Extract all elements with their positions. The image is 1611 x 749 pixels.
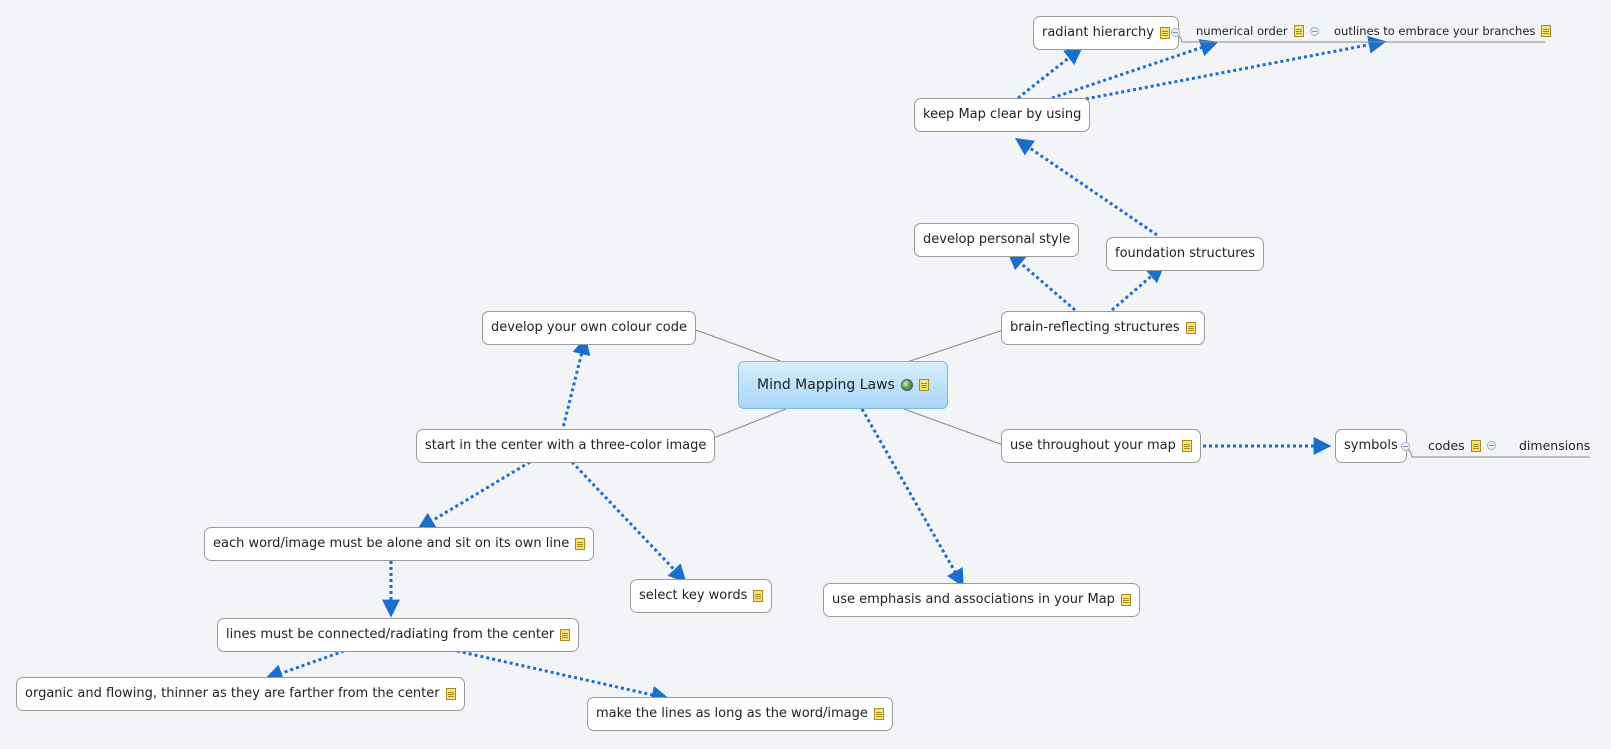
topic-label: use emphasis and associations in your Ma…	[832, 592, 1115, 607]
branch-line-colour-code	[695, 329, 787, 364]
relationship-start-to-select	[570, 460, 687, 583]
topic-lines-connected[interactable]: lines must be connected/radiating from t…	[217, 618, 580, 652]
relationship-lines-to-organic	[264, 649, 345, 682]
topic-label: develop your own colour code	[491, 320, 687, 335]
note-icon[interactable]	[1159, 27, 1170, 39]
topic-use-throughout[interactable]: use throughout your map	[1001, 429, 1201, 463]
note-icon[interactable]	[560, 629, 571, 641]
collapse-icon[interactable]	[1171, 28, 1180, 37]
topic-develop-personal-style[interactable]: develop personal style	[914, 223, 1080, 257]
topic-start-center[interactable]: start in the center with a three-color i…	[416, 429, 716, 463]
topic-keep-map-clear[interactable]: keep Map clear by using	[914, 98, 1091, 132]
topic-label: radiant hierarchy	[1042, 25, 1154, 40]
relationship-start-to-colour	[560, 336, 591, 433]
collapse-icon[interactable]	[1401, 442, 1410, 451]
topic-label: use throughout your map	[1010, 438, 1176, 453]
topic-label: each word/image must be alone and sit on…	[213, 536, 570, 551]
topic-label: develop personal style	[923, 232, 1071, 247]
topic-each-word-image[interactable]: each word/image must be alone and sit on…	[204, 527, 595, 561]
relationship-keep-to-outlines	[1079, 35, 1387, 102]
relationship-foundation-to-keep	[1015, 137, 1158, 237]
note-icon[interactable]	[918, 379, 929, 391]
topic-label: lines must be connected/radiating from t…	[226, 627, 555, 642]
note-icon[interactable]	[1293, 25, 1304, 37]
subtopic-codes[interactable]: codes	[1428, 438, 1496, 453]
topic-label: make the lines as long as the word/image	[596, 706, 868, 721]
central-topic[interactable]: Mind Mapping Laws	[738, 361, 948, 409]
collapse-icon[interactable]	[1309, 26, 1319, 36]
branch-line-brain-reflecting	[903, 329, 1004, 364]
topic-label: select key words	[639, 588, 748, 603]
topic-label: start in the center with a three-color i…	[425, 438, 707, 453]
central-topic-label: Mind Mapping Laws	[757, 377, 895, 393]
note-icon[interactable]	[1185, 322, 1196, 334]
relationship-brain-to-personal	[1007, 251, 1076, 312]
note-icon[interactable]	[1181, 440, 1192, 452]
relationship-keep-to-radiant	[1017, 46, 1083, 100]
note-icon[interactable]	[575, 538, 586, 550]
subtopic-label: codes	[1428, 438, 1465, 453]
topic-label: brain-reflecting structures	[1010, 320, 1180, 335]
note-icon[interactable]	[1120, 594, 1131, 606]
topic-label: keep Map clear by using	[923, 107, 1082, 122]
relationship-lines-to-long	[456, 649, 670, 704]
globe-icon	[900, 379, 913, 391]
topic-organic-flowing[interactable]: organic and flowing, thinner as they are…	[16, 677, 465, 711]
topic-foundation-structures[interactable]: foundation structures	[1106, 237, 1265, 271]
topic-label: symbols	[1344, 438, 1398, 453]
subtopic-label: outlines to embrace your branches	[1334, 24, 1536, 38]
topic-use-emphasis[interactable]: use emphasis and associations in your Ma…	[823, 583, 1140, 617]
relationship-start-to-each-word	[416, 460, 531, 530]
note-icon[interactable]	[445, 688, 456, 700]
relationship-brain-to-foundation	[1111, 264, 1165, 312]
topic-label: foundation structures	[1115, 246, 1256, 261]
subtopic-label: numerical order	[1196, 24, 1288, 38]
relationship-keep-to-numerical	[1051, 39, 1219, 100]
branch-line-use-throughout	[903, 408, 1004, 446]
subtopic-dimensions[interactable]: dimensions	[1519, 438, 1590, 453]
topic-select-key-words[interactable]: select key words	[630, 579, 773, 613]
subtopic-outlines[interactable]: outlines to embrace your branches	[1334, 24, 1552, 38]
collapse-icon[interactable]	[1486, 441, 1496, 450]
relationship-central-to-emphasis	[860, 408, 964, 588]
topic-lines-long[interactable]: make the lines as long as the word/image	[587, 697, 893, 731]
topic-colour-code[interactable]: develop your own colour code	[482, 311, 696, 345]
note-icon[interactable]	[753, 590, 764, 602]
subtopic-label: dimensions	[1519, 438, 1591, 453]
topic-symbols[interactable]: symbols	[1335, 429, 1407, 463]
note-icon[interactable]	[873, 708, 884, 720]
topic-brain-reflecting[interactable]: brain-reflecting structures	[1001, 311, 1205, 345]
subtopic-numerical-order[interactable]: numerical order	[1196, 24, 1319, 38]
topic-label: organic and flowing, thinner as they are…	[25, 686, 440, 701]
topic-radiant-hierarchy[interactable]: radiant hierarchy	[1033, 16, 1179, 50]
note-icon[interactable]	[1541, 25, 1552, 37]
note-icon[interactable]	[1470, 439, 1481, 452]
